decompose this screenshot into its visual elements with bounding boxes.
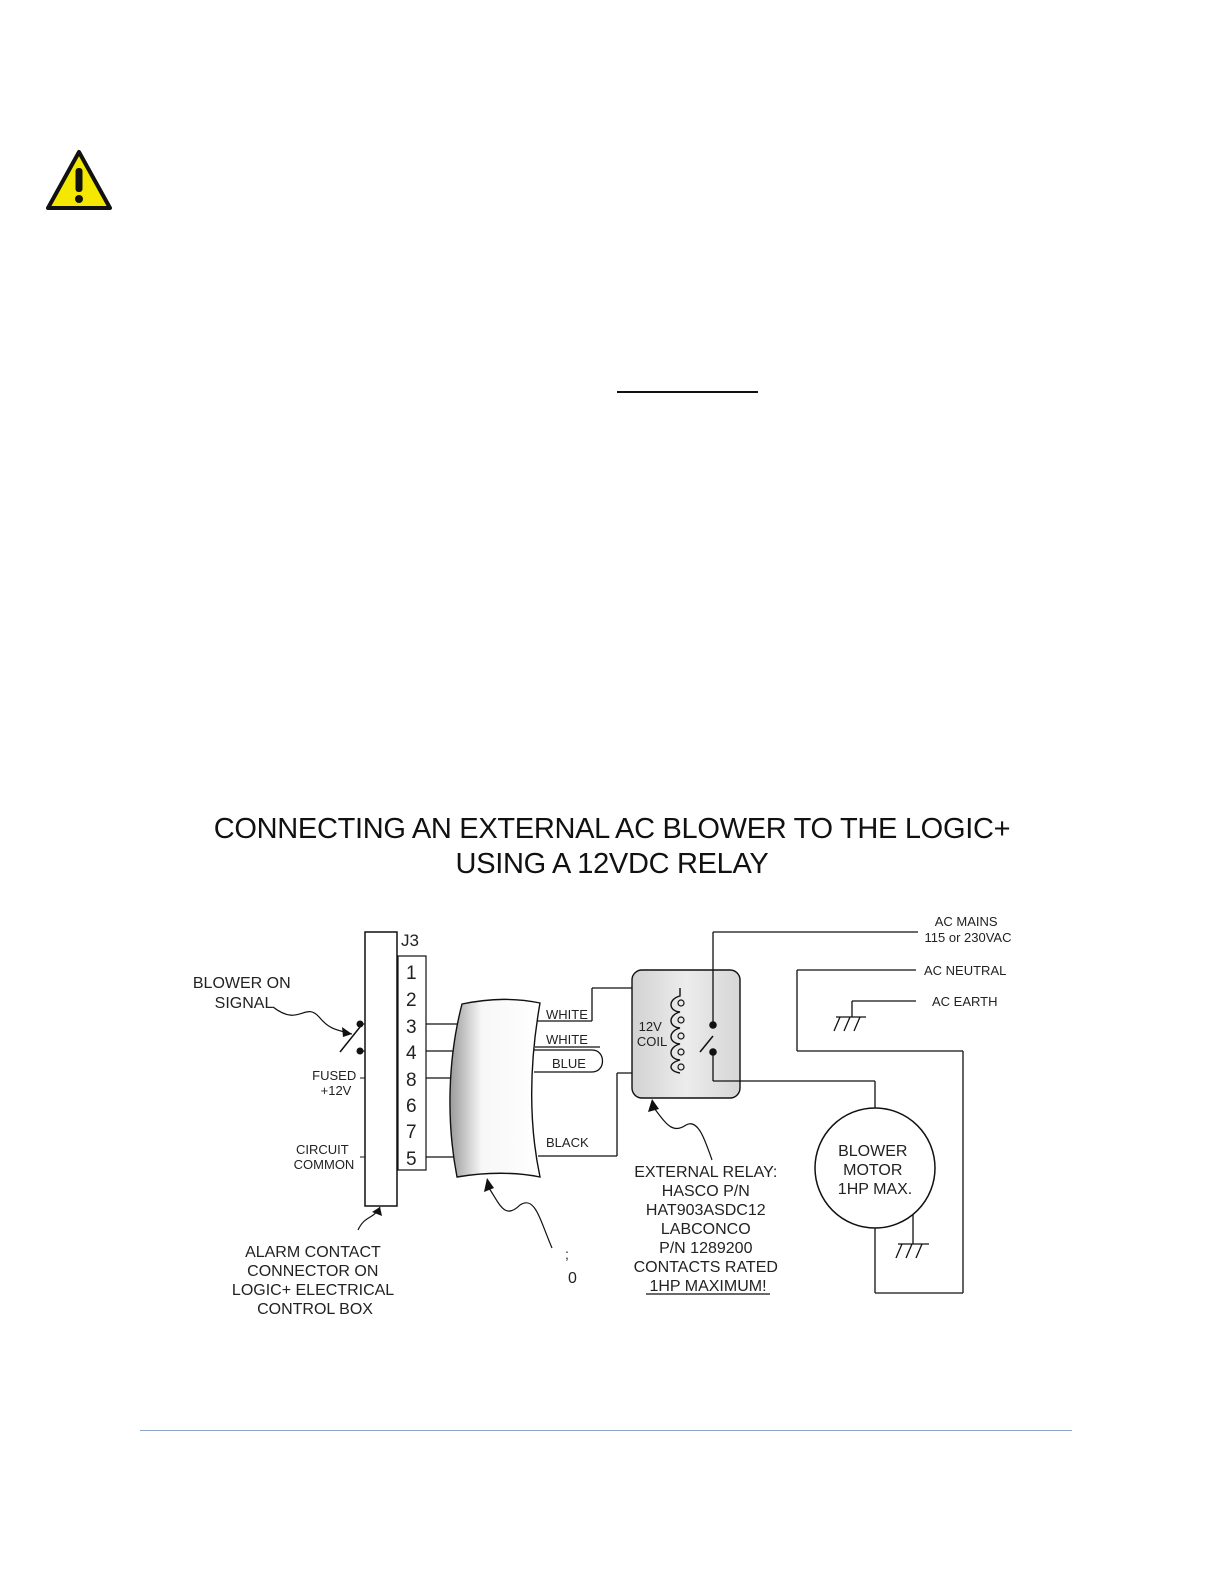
connector-label: J3 xyxy=(401,931,419,950)
arrowhead xyxy=(648,1099,659,1112)
diagram-title: CONNECTING AN EXTERNAL AC BLOWER TO THE … xyxy=(0,812,1224,882)
relay-coil xyxy=(670,988,681,1074)
blower-motor-label: BLOWER MOTOR 1HP MAX. xyxy=(838,1143,912,1198)
ac-mains-label: AC MAINS 115 or 230VAC xyxy=(925,914,1012,945)
wire-label: WHITE xyxy=(546,1032,588,1047)
relay-blade xyxy=(699,1035,714,1053)
circuit-common-label: CIRCUIT COMMON xyxy=(294,1142,355,1172)
arrowhead xyxy=(372,1207,382,1216)
arrowhead xyxy=(342,1027,352,1037)
wiring-diagram: J3 1 2 3 4 8 6 7 5 BLOWER ON SIGNAL FUSE… xyxy=(193,914,1012,1318)
alarm-contact-label: ALARM CONTACT CONNECTOR ON LOGIC+ ELECTR… xyxy=(232,1244,398,1318)
wire-label: BLACK xyxy=(546,1135,589,1150)
fused-label: FUSED +12V xyxy=(312,1068,360,1098)
blower-on-signal-label: BLOWER ON SIGNAL xyxy=(193,975,295,1012)
footer-rule xyxy=(140,1430,1072,1431)
coil-loop xyxy=(677,999,685,1007)
arrow xyxy=(653,1107,713,1161)
pin-number: 4 xyxy=(406,1043,417,1064)
ground-symbol-icon xyxy=(833,1016,866,1032)
pin-number: 1 xyxy=(406,963,417,984)
pin-number: 2 xyxy=(406,990,417,1011)
external-relay-label: EXTERNAL RELAY: HASCO P/N HAT903ASDC12 L… xyxy=(634,1164,783,1295)
pin-number: 6 xyxy=(406,1096,417,1117)
underline-rule xyxy=(617,391,758,393)
pin-number: 7 xyxy=(406,1122,417,1143)
coil-loop xyxy=(677,1048,685,1056)
pin-strip xyxy=(397,955,427,1171)
ac-neutral-label: AC NEUTRAL xyxy=(924,963,1006,978)
wire-label: BLUE xyxy=(552,1056,586,1071)
ground-symbol-icon xyxy=(895,1243,929,1259)
cable-label-fragment: ; xyxy=(565,1246,569,1262)
connector-body xyxy=(364,931,398,1207)
pin-number: 8 xyxy=(406,1070,417,1091)
switch-blade xyxy=(339,1026,361,1053)
ac-earth-label: AC EARTH xyxy=(932,994,998,1009)
relay-contact xyxy=(709,1021,717,1029)
arrowhead xyxy=(484,1178,494,1192)
diagram-title-line2: USING A 12VDC RELAY xyxy=(455,848,769,880)
pin-number: 5 xyxy=(406,1149,417,1170)
diagram-title-line1: CONNECTING AN EXTERNAL AC BLOWER TO THE … xyxy=(213,813,1011,845)
arrow xyxy=(488,1187,553,1249)
coil-loop xyxy=(677,1063,685,1071)
wire xyxy=(534,1049,604,1073)
coil-loop xyxy=(677,1032,685,1040)
blower-motor xyxy=(814,1107,936,1229)
wire-label: WHITE xyxy=(546,1007,588,1022)
arrow xyxy=(272,1006,353,1035)
coil-loop xyxy=(677,1016,685,1024)
cable xyxy=(449,998,541,1178)
warning-triangle-icon xyxy=(46,150,112,210)
cable-label-fragment: 0 xyxy=(568,1270,577,1287)
coil-label: 12V COIL xyxy=(637,1019,667,1049)
pin-number: 3 xyxy=(406,1017,417,1038)
